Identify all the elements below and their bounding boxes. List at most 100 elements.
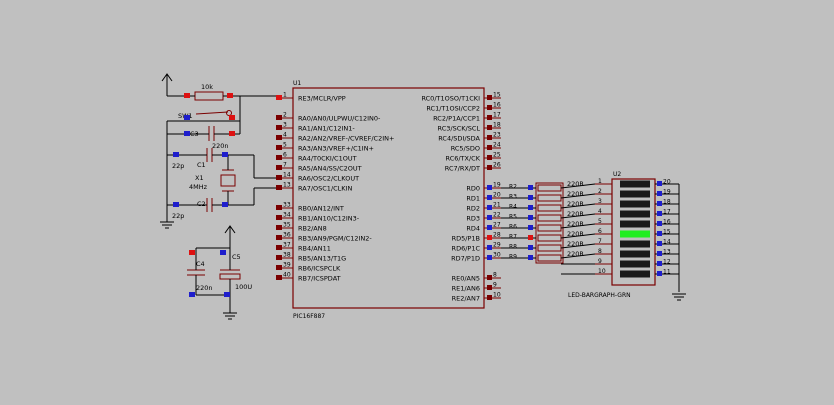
pin-marker (222, 202, 228, 207)
r1-resistor[interactable] (194, 91, 224, 101)
oscillator-network[interactable]: C1 22p C2 22p X1 4MHz (160, 134, 276, 229)
pin-number: 7 (283, 162, 287, 169)
led-segment (620, 200, 650, 208)
led-segment (620, 250, 650, 258)
pin-number: 33 (283, 202, 291, 209)
resistor-ref: R7 (509, 234, 517, 241)
pin-number: 15 (493, 92, 501, 99)
pin-label: RD2 (466, 205, 480, 213)
bargraph-segment-4[interactable]: 4 17 (560, 208, 679, 219)
pin-label: RB1/AN10/C12IN3- (298, 215, 360, 223)
pin-label: RA0/AN0/ULPWU/C12IN0- (298, 115, 381, 123)
pin-label: RD7/P1D (451, 255, 480, 263)
pin-label: RD4 (466, 225, 480, 233)
sw1-switch[interactable] (195, 111, 229, 115)
pin-number: 20 (493, 192, 501, 199)
pin-number: 17 (663, 209, 671, 216)
pin-number: 1 (283, 92, 287, 99)
pin-marker (184, 115, 190, 120)
pin-marker (220, 250, 226, 255)
resistor-ref: R2 (509, 184, 517, 191)
pin-label: RE2/AN7 (452, 295, 480, 303)
vcc-arrow-icon (224, 225, 236, 248)
reset-network[interactable]: 10k SW1 C3 220n (161, 73, 276, 150)
decoupling-network[interactable]: C4 220n C5 100U (187, 225, 252, 320)
pin-number: 8 (598, 248, 602, 255)
pin-number: 6 (598, 228, 602, 235)
r1-value: 10k (201, 83, 213, 91)
pin-number: 10 (598, 268, 606, 275)
pin-label: RC6/TX/CK (446, 155, 481, 163)
pin-number: 18 (493, 122, 501, 129)
pin-number: 17 (493, 112, 501, 119)
pin-number: 12 (663, 259, 671, 266)
x1-crystal[interactable] (220, 174, 236, 187)
mcu-body (292, 87, 485, 309)
bargraph-ref: U2 (613, 171, 621, 178)
pin-number: 4 (598, 208, 602, 215)
pin-label: RB5/AN13/T1G (298, 255, 346, 263)
pin-number: 39 (283, 262, 291, 269)
pin-label: RC4/SDI/SDA (438, 135, 480, 143)
pin-marker (224, 292, 230, 297)
pin-number: 14 (663, 239, 671, 246)
pin-marker (173, 152, 179, 157)
pin-number: 1 (598, 178, 602, 185)
resistor-ref: R8 (509, 244, 517, 251)
pin-number: 24 (493, 142, 501, 149)
pin-label: RE0/AN5 (452, 275, 480, 283)
pin-label: RA7/OSC1/CLKIN (298, 185, 352, 193)
pin-label: RB2/AN8 (298, 225, 327, 233)
